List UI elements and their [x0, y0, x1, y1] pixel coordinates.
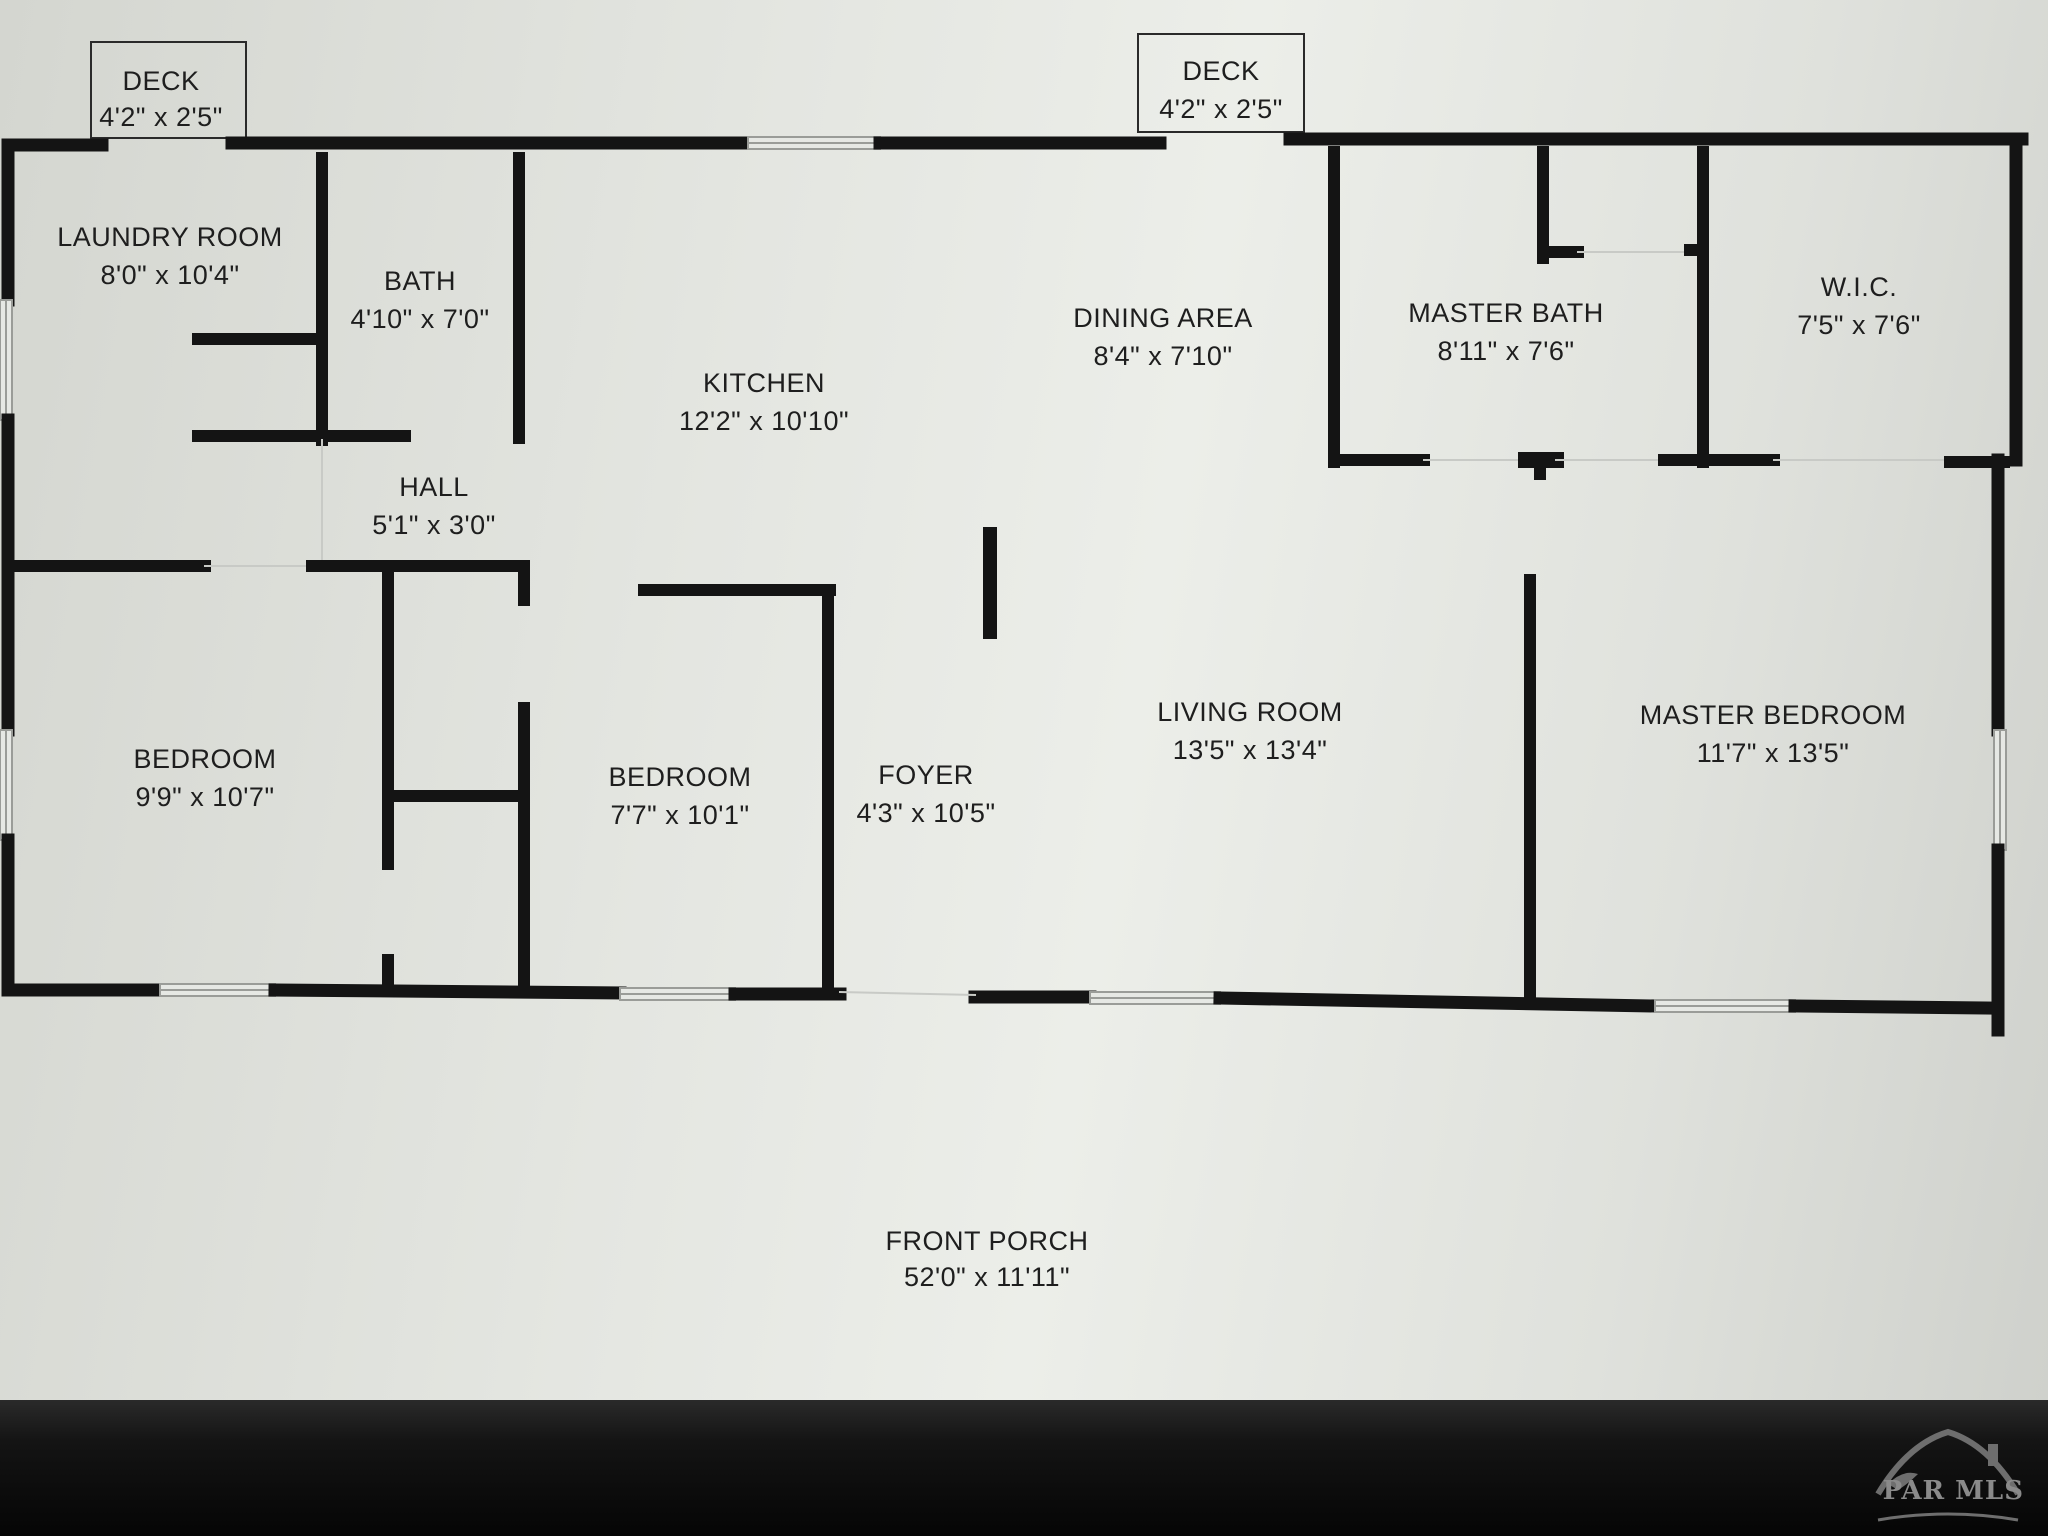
floor-plan-screen: DECK 4'2" x 2'5" DECK 4'2" x 2'5" LAUNDR… — [0, 0, 2048, 1400]
hall-name: HALL — [399, 472, 469, 502]
floor-plan-drawing — [0, 33, 2007, 1015]
deck-outline — [90, 41, 247, 139]
master-bedroom-dims: 11'7" x 13'5" — [1696, 738, 1850, 768]
deck-right-dims: 4'2" x 2'5" — [1159, 94, 1283, 124]
bedroom-1-dims: 9'9" x 10'7" — [135, 782, 275, 812]
foyer-dims: 4'3" x 10'5" — [856, 798, 996, 828]
living-room-name: LIVING ROOM — [1157, 697, 1343, 727]
deck-left-name: DECK — [122, 66, 200, 96]
foyer-name: FOYER — [878, 760, 974, 790]
living-room-dims: 13'5" x 13'4" — [1172, 735, 1328, 765]
master-bedroom-name: MASTER BEDROOM — [1639, 700, 1907, 730]
front-porch-name: FRONT PORCH — [885, 1226, 1089, 1256]
wic-dims: 7'5" x 7'6" — [1797, 310, 1921, 340]
door-opening — [838, 990, 977, 997]
bedroom-2-name: BEDROOM — [608, 762, 752, 792]
dining-area-name: DINING AREA — [1073, 303, 1253, 333]
master-bath-name: MASTER BATH — [1408, 298, 1604, 328]
wic-name: W.I.C. — [1820, 272, 1898, 302]
house-logo-icon — [1875, 1428, 2021, 1522]
master-bath-dims: 8'11" x 7'6" — [1437, 336, 1575, 366]
kitchen-dims: 12'2" x 10'10" — [678, 406, 850, 436]
bedroom-2-dims: 7'7" x 10'1" — [610, 800, 750, 830]
deck-left-dims: 4'2" x 2'5" — [99, 102, 223, 132]
deck-outline — [1137, 33, 1305, 133]
exterior-wall-bottom — [1788, 999, 1997, 1015]
exterior-wall-bottom — [1213, 991, 1662, 1013]
bedroom-1-name: BEDROOM — [133, 744, 277, 774]
front-porch-dims: 52'0" x 11'11" — [903, 1262, 1071, 1292]
deck-right-name: DECK — [1182, 56, 1260, 86]
monitor-bezel: PAR MLS — [0, 1400, 2048, 1536]
bath-dims: 4'10" x 7'0" — [350, 304, 490, 334]
bath-name: BATH — [383, 266, 457, 296]
exterior-wall-bottom — [268, 983, 627, 1000]
watermark-label: PAR MLS — [1882, 1476, 2024, 1506]
dining-area-dims: 8'4" x 7'10" — [1093, 341, 1233, 371]
laundry-room-name: LAUNDRY ROOM — [57, 222, 283, 252]
laundry-room-dims: 8'0" x 10'4" — [100, 260, 240, 290]
hall-dims: 5'1" x 3'0" — [372, 510, 496, 540]
kitchen-name: KITCHEN — [702, 368, 826, 398]
